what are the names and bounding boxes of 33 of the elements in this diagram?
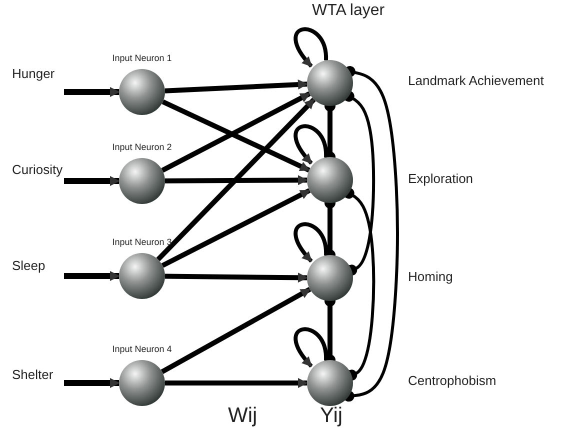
behavior-label: Landmark Achievement: [408, 73, 544, 88]
input-arrow: [64, 271, 120, 281]
input-arrow: [64, 176, 120, 186]
neuron-label: Input Neuron 1: [111, 53, 173, 65]
input-label: Curiosity: [12, 162, 64, 177]
neuron-label: Input Neuron 4: [111, 344, 173, 356]
self-loop-arrow: [294, 124, 328, 164]
behavior-label: Homing: [408, 269, 453, 284]
layer-heading: WTA layer: [312, 2, 385, 20]
weight-arrow: [164, 175, 308, 186]
self-loop-arrow: [294, 27, 328, 68]
behavior-label: Exploration: [408, 171, 474, 186]
input-arrow: [64, 378, 120, 388]
inhibitory-link: [343, 66, 400, 402]
weight-arrow: [164, 80, 308, 94]
self-loop-arrow: [294, 327, 328, 368]
behavior-label: Centrophobism: [408, 373, 496, 388]
self-loop-arrow: [294, 222, 328, 262]
input-label: Shelter: [12, 367, 54, 382]
inhibitory-link: [343, 188, 376, 381]
output-label: Yij: [320, 404, 343, 428]
inhibitory-link: [343, 90, 376, 276]
weight-arrow: [165, 378, 308, 388]
weight-label: Wij: [228, 404, 258, 428]
neuron-label: Input Neuron 3: [111, 237, 173, 249]
weight-arrow: [160, 287, 312, 374]
weight-arrow: [164, 272, 308, 283]
neuron-label: Input Neuron 2: [111, 142, 173, 154]
weight-arrow: [156, 98, 316, 262]
input-label: Sleep: [12, 258, 46, 273]
input-label: Hunger: [12, 66, 56, 81]
input-arrow: [64, 87, 120, 97]
weight-arrow: [161, 188, 311, 268]
